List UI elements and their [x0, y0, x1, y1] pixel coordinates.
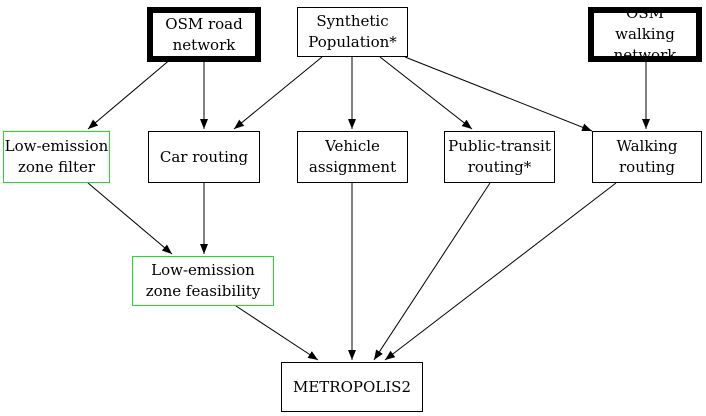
node-vehicle-assignment: Vehicle assignment [297, 131, 408, 183]
node-low-emission-zone-filter: Low-emission zone filter [3, 131, 110, 183]
node-walking-routing: Walking routing [592, 131, 702, 183]
edge-synthetic-population-to-public-transit [379, 56, 473, 130]
node-low-emission-zone-feasibility: Low-emission zone feasibility [132, 256, 274, 306]
edge-walking-routing-to-metropolis2 [384, 182, 617, 361]
edge-lez-feasibility-to-metropolis2 [235, 305, 319, 361]
node-osm-walking-network: OSM walking network [588, 4, 702, 64]
edge-osm-road-to-lez-filter [87, 57, 173, 130]
node-car-routing: Car routing [148, 131, 260, 183]
edge-synthetic-population-to-walking-routing [404, 56, 593, 132]
node-synthetic-population: Synthetic Population* [297, 7, 408, 57]
edge-public-transit-to-metropolis2 [373, 182, 491, 361]
node-public-transit-routing: Public-transit routing* [444, 131, 555, 183]
edge-synthetic-population-to-car-routing [233, 56, 323, 130]
edge-lez-filter-to-lez-feasibility [87, 182, 173, 255]
node-osm-road-network: OSM road network [147, 7, 261, 62]
node-metropolis2: METROPOLIS2 [281, 362, 423, 412]
